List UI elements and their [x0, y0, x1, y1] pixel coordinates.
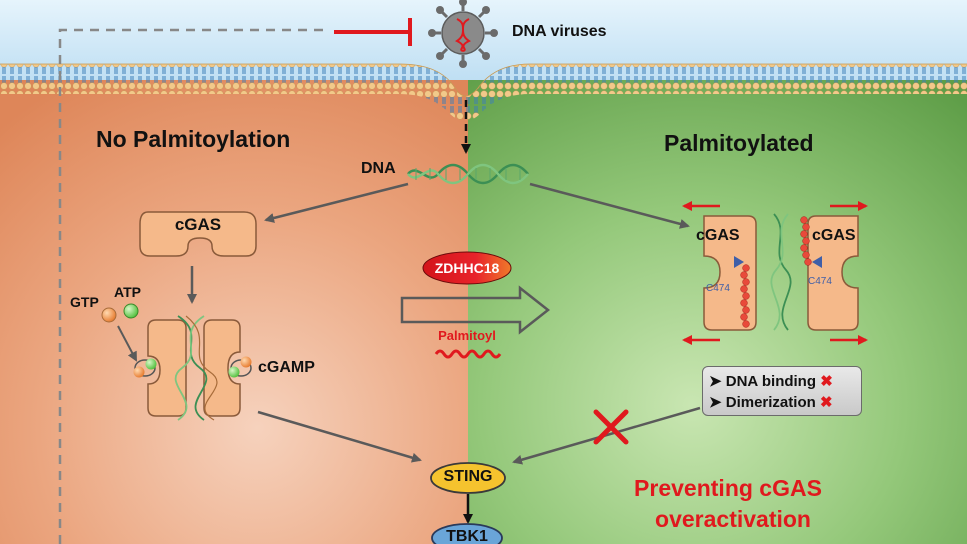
cell-membrane — [0, 63, 967, 121]
blocked-cross-icon — [593, 409, 629, 445]
palmitoylated-cgas-pair — [703, 213, 859, 331]
effect-dimerization: ➤ Dimerization ✖ — [709, 393, 833, 411]
gtp-label: GTP — [70, 294, 99, 310]
palmitoylation-effects-box: ➤ DNA binding ✖ ➤ Dimerization ✖ — [702, 366, 862, 416]
left-panel-title: No Palmitoylation — [96, 126, 291, 152]
tbk1-label: TBK1 — [446, 528, 488, 544]
bullet-arrow-icon: ➤ — [709, 394, 722, 411]
cgas-right-label: cGAS — [812, 227, 856, 244]
cgas-label: cGAS — [174, 215, 222, 234]
feedback-dashed-line — [58, 28, 330, 544]
conclusion-line-2: overactivation — [655, 506, 811, 532]
sting-label: STING — [443, 468, 493, 485]
blocked-arrow-to-sting — [512, 406, 701, 465]
bullet-arrow-icon: ➤ — [709, 373, 722, 390]
c474-left-label: C474 — [706, 283, 730, 294]
dna-label: DNA — [361, 160, 396, 177]
substrate-arrow — [117, 325, 137, 362]
virus-label: DNA viruses — [512, 23, 607, 40]
sting-oval — [430, 462, 506, 494]
dna-helix — [407, 163, 529, 185]
cross-mark-icon: ✖ — [819, 394, 833, 411]
effect-dna-binding: ➤ DNA binding ✖ — [709, 372, 833, 390]
zdhhc18-label: ZDHHC18 — [434, 260, 500, 276]
atp-molecule — [123, 303, 139, 319]
c474-right-label: C474 — [808, 276, 832, 287]
tbk1-oval — [431, 523, 503, 544]
dna-virus-icon — [428, 0, 498, 68]
palmitoylation-arrow — [400, 285, 551, 335]
atp-label: ATP — [114, 284, 141, 300]
dna-to-cgas-arrow — [264, 182, 409, 223]
effect-label: Dimerization — [725, 394, 816, 411]
cross-mark-icon: ✖ — [820, 373, 833, 390]
right-panel-title: Palmitoylated — [664, 130, 814, 156]
cgamp-label: cGAMP — [258, 359, 315, 376]
cgas-dimer — [133, 315, 252, 421]
palmitoyl-chain — [434, 349, 502, 359]
zdhhc18-enzyme — [422, 251, 512, 285]
cgas-left-label: cGAS — [696, 227, 740, 244]
inhibition-bar — [334, 18, 412, 46]
effect-label: DNA binding — [725, 373, 817, 390]
left-cytoplasm-no-palmitoylation — [0, 80, 468, 544]
cgas-monomer — [139, 211, 257, 257]
dna-to-palmitoylated-cgas-arrow — [529, 182, 690, 229]
palmitoyl-label: Palmitoyl — [438, 328, 496, 343]
conclusion-line-1: Preventing cGAS — [634, 475, 822, 501]
cgamp-to-sting-arrow — [257, 410, 422, 463]
gtp-molecule — [101, 307, 117, 323]
